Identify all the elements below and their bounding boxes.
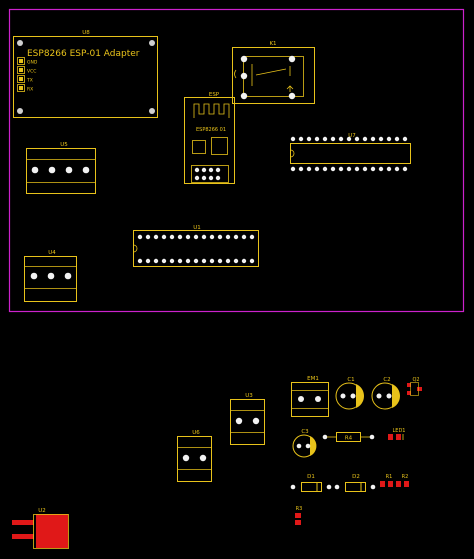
led-led1[interactable]: LED1 [388,428,405,440]
u7-ref: U7 [348,133,356,139]
part-q2[interactable]: Q2 [407,377,422,396]
resistor-r4[interactable]: R4 [322,432,375,442]
u3-ref: U3 [245,393,253,399]
esp-ref: ESP [209,92,220,98]
c3-ref: C3 [301,429,309,435]
resistor-r1[interactable]: R1 [380,474,393,487]
cap-c2[interactable]: C2 [371,377,400,410]
adapter-title: ESP8266 ESP-01 Adapter [27,49,140,59]
em1-ref: EM1 [307,376,319,382]
terminal-u6[interactable]: U6 [177,430,212,482]
adapter-pin-rx: RX [27,87,33,93]
cap-c3[interactable]: C3 [292,429,317,458]
r1-ref: R1 [386,474,393,480]
d1-ref: D1 [307,474,315,480]
terminal-u5[interactable]: U5 [26,142,96,194]
terminal-u4[interactable]: U4 [24,250,77,302]
adapter-u8[interactable]: U8 ESP8266 ESP-01 Adapter GND VCC TX RX [13,30,158,118]
dip-u7[interactable]: U7 [290,133,411,172]
u5-ref: U5 [60,142,68,148]
u1-pins [137,234,255,264]
adapter-ref: U8 [82,30,90,36]
r4-ref: R4 [345,436,353,442]
esp-label: ESP8266 01 [196,127,226,133]
d2-ref: D2 [352,474,360,480]
diode-d1[interactable]: D1 [290,474,332,492]
u4-ref: U4 [48,250,56,256]
esp-module[interactable]: ESP ESP8266 01 [184,92,235,184]
r2-ref: R2 [402,474,409,480]
c2-ref: C2 [383,377,390,383]
cap-c1[interactable]: C1 [335,377,364,410]
q2-ref: Q2 [412,377,419,383]
relay-ref: K1 [269,41,276,47]
adapter-pin-vcc: VCC [27,69,36,75]
part-em1[interactable]: EM1 [291,376,329,417]
dip-u1[interactable]: U1 [133,225,259,267]
u7-pins [290,136,408,172]
u6-ref: U6 [192,430,200,436]
adapter-pin-tx: TX [26,78,33,84]
adapter-pin-gnd: GND [27,60,38,66]
r3-ref: R3 [296,506,303,512]
resistor-r2[interactable]: R2 [396,474,409,487]
c1-ref: C1 [347,377,354,383]
u1-ref: U1 [193,225,201,231]
relay-k1[interactable]: K1 [232,41,315,104]
u2-ref: U2 [38,508,46,514]
board-outline [8,8,465,313]
resistor-r3[interactable]: R3 [295,506,302,525]
led1-ref: LED1 [393,428,406,434]
diode-d2[interactable]: D2 [334,474,376,492]
terminal-u3[interactable]: U3 [230,393,265,445]
part-u2[interactable]: U2 [12,508,69,549]
